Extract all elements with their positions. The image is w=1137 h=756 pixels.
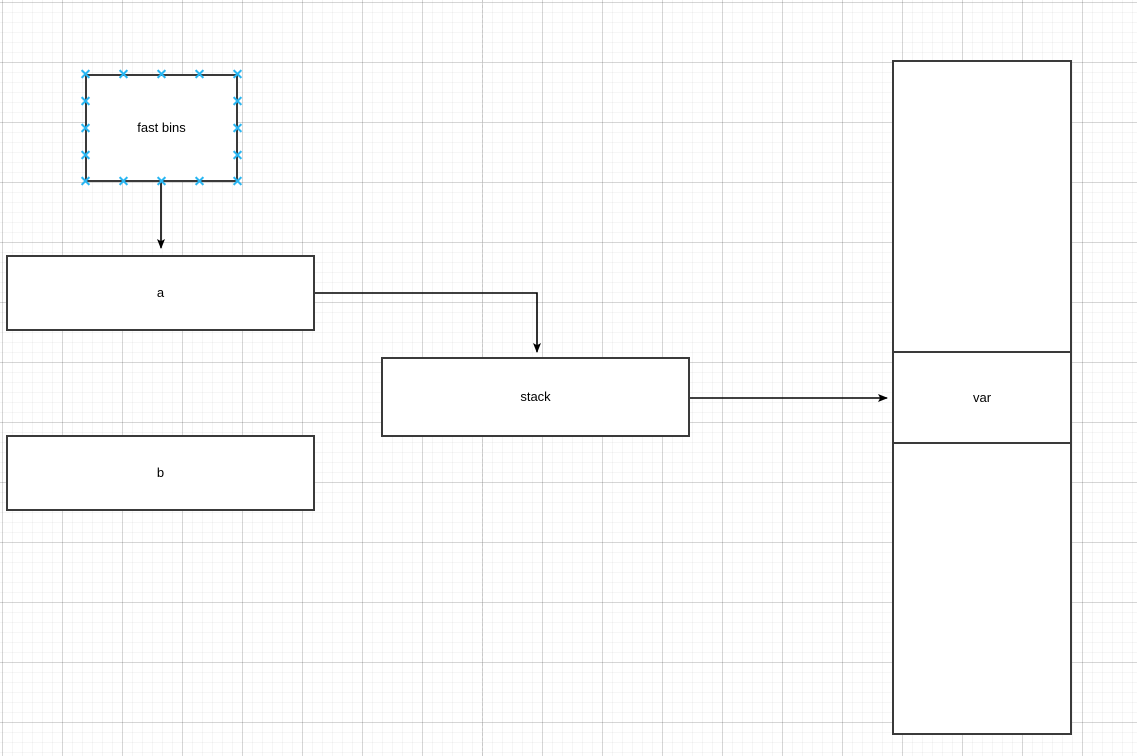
selection-handle-x-icon[interactable] [80, 150, 91, 161]
selection-handle-x-icon[interactable] [80, 123, 91, 134]
selection-handle-x-icon[interactable] [156, 176, 167, 187]
var-cell-var[interactable]: var [894, 351, 1070, 444]
selection-handle-x-icon[interactable] [80, 176, 91, 187]
selection-handle-x-icon[interactable] [232, 176, 243, 187]
selection-handle-x-icon[interactable] [118, 69, 129, 80]
node-b[interactable]: b [6, 435, 315, 511]
selection-handle-x-icon[interactable] [80, 69, 91, 80]
selection-handle-x-icon[interactable] [232, 123, 243, 134]
selection-handle-x-icon[interactable] [232, 69, 243, 80]
selection-handle-x-icon[interactable] [194, 69, 205, 80]
selection-handle-x-icon[interactable] [118, 176, 129, 187]
var-cell-top[interactable] [894, 62, 1070, 351]
node-stack-label: stack [520, 389, 551, 405]
node-stack[interactable]: stack [381, 357, 690, 437]
selection-handle-x-icon[interactable] [232, 150, 243, 161]
selection-handle-x-icon[interactable] [232, 96, 243, 107]
node-b-label: b [156, 465, 165, 481]
node-var-container[interactable]: var [892, 60, 1072, 735]
selection-handle-x-icon[interactable] [156, 69, 167, 80]
node-a[interactable]: a [6, 255, 315, 331]
var-cell-bottom[interactable] [894, 444, 1070, 733]
selection-handle-x-icon[interactable] [194, 176, 205, 187]
selection-handle-x-icon[interactable] [80, 96, 91, 107]
node-a-label: a [156, 285, 165, 301]
node-fast-bins-label: fast bins [137, 120, 186, 136]
node-fast-bins[interactable]: fast bins [85, 74, 238, 182]
var-cell-var-label: var [972, 389, 992, 405]
